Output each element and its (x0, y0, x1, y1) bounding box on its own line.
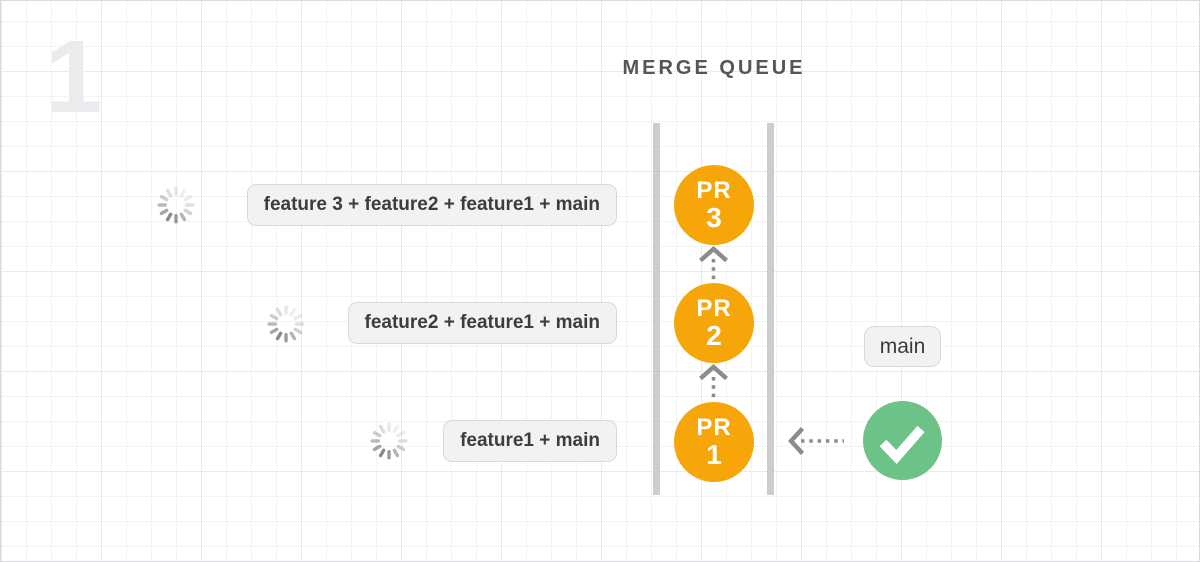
pr-badge: PR 1 (674, 402, 754, 482)
spinner-icon (266, 304, 306, 344)
queue-lane-right-bar (767, 123, 774, 495)
pr-badge-prefix: PR (696, 413, 732, 441)
pr-badge-number: 3 (706, 201, 722, 233)
pr-badge: PR 3 (674, 165, 754, 245)
arrow-up-icon (697, 364, 730, 402)
queue-entry-label: feature1 + main (443, 420, 617, 462)
queue-entry-label: feature2 + feature1 + main (347, 302, 617, 344)
arrow-left-icon (788, 426, 845, 456)
page-title: MERGE QUEUE (622, 57, 806, 79)
queue-entry-label: feature 3 + feature2 + feature1 + main (246, 184, 617, 226)
success-badge (863, 401, 942, 480)
pr-badge-number: 1 (706, 438, 722, 470)
arrow-up-icon (697, 246, 730, 284)
pr-badge: PR 2 (674, 283, 754, 363)
spinner-icon (369, 421, 409, 461)
pr-badge-prefix: PR (696, 176, 732, 204)
pr-badge-prefix: PR (696, 294, 732, 322)
spinner-icon (156, 185, 196, 225)
main-branch-label: main (864, 326, 941, 367)
checkmark-icon (863, 401, 942, 480)
step-number: 1 (45, 19, 103, 134)
pr-badge-number: 2 (706, 319, 722, 351)
queue-lane-left-bar (653, 123, 660, 495)
